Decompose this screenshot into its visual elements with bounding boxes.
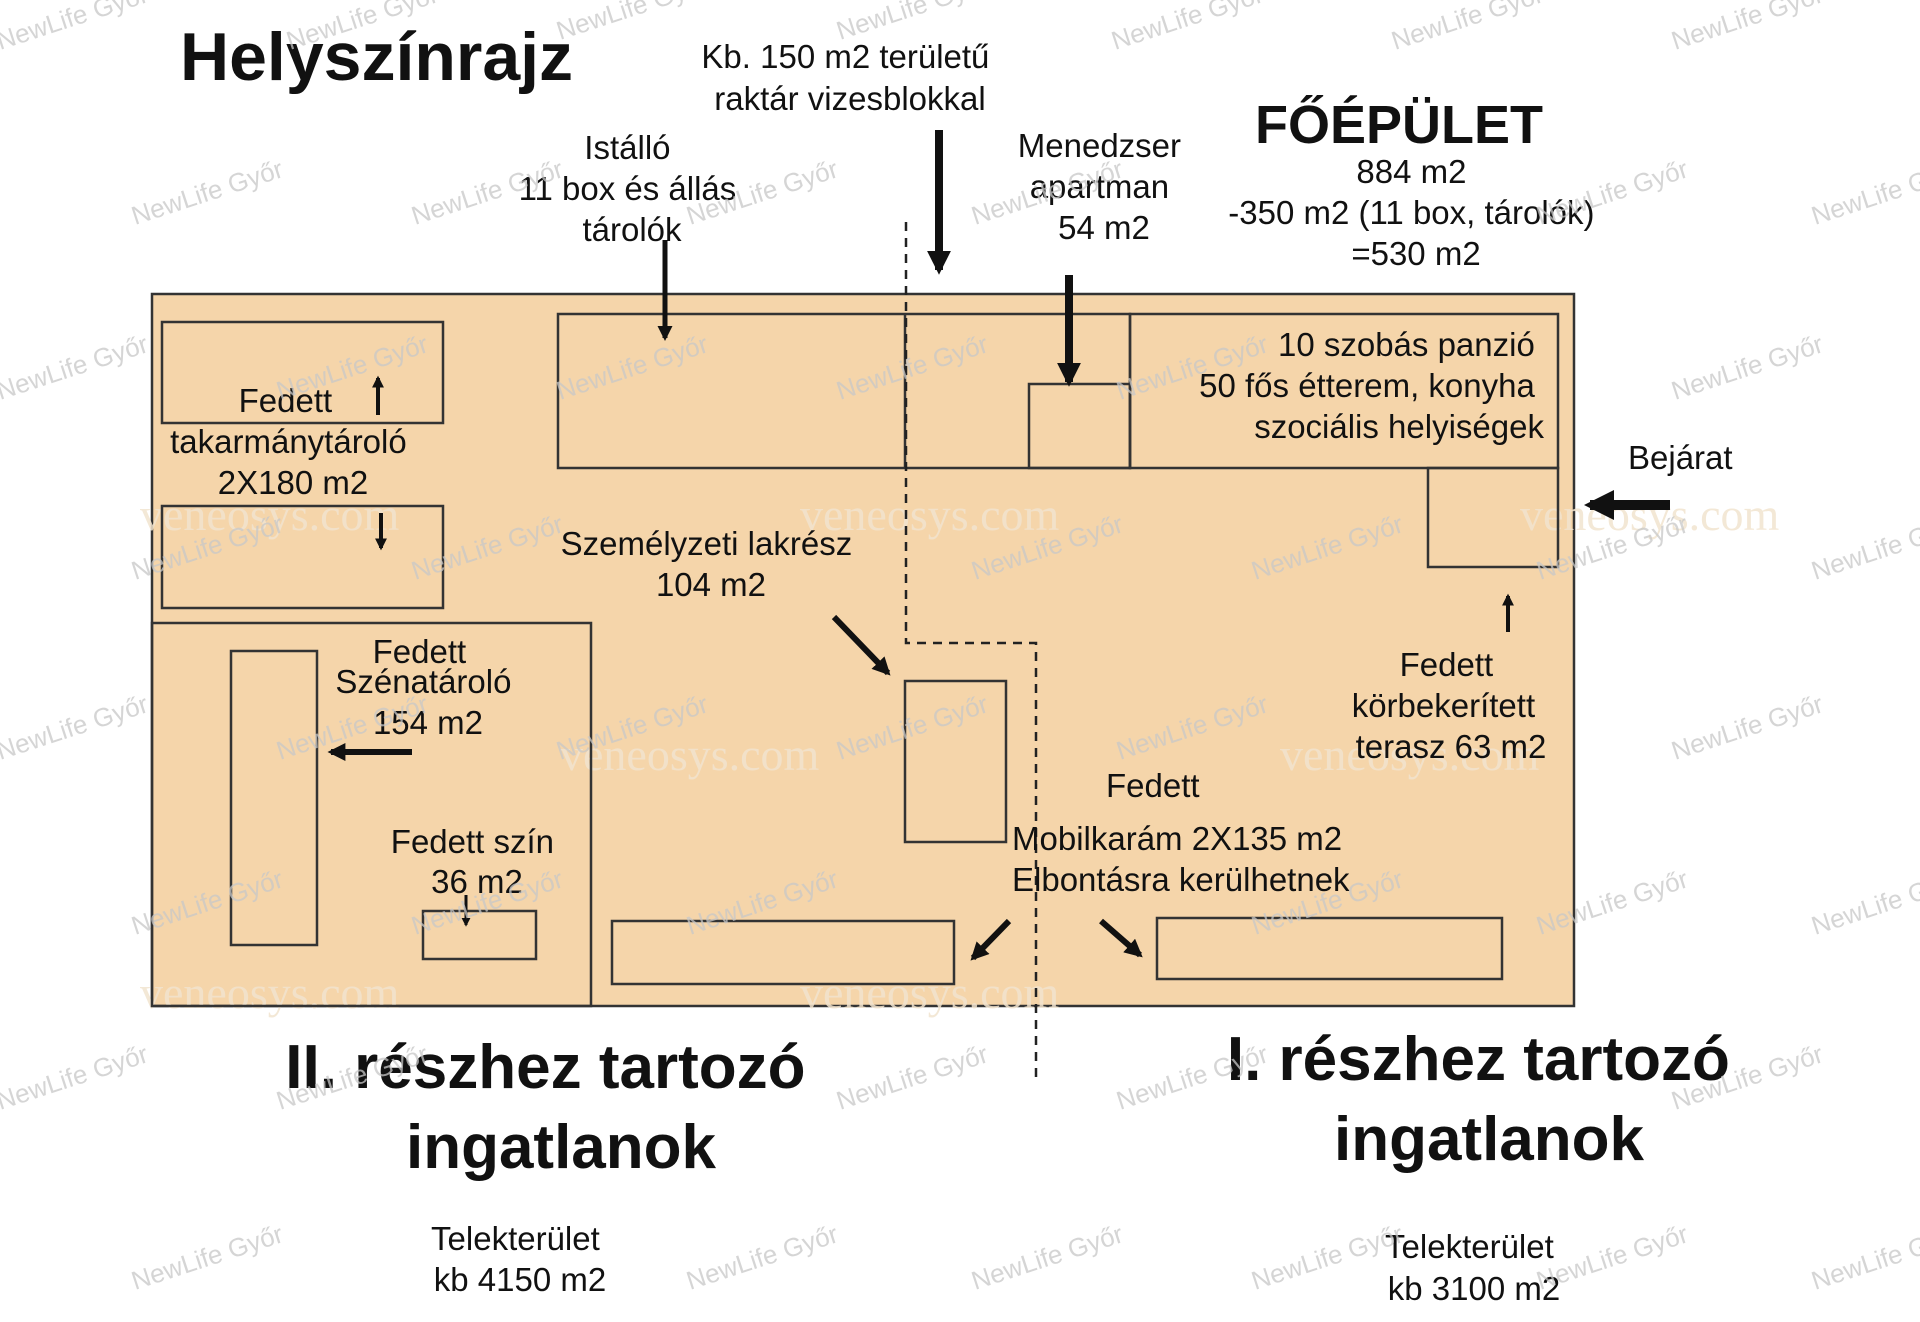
part-one-heading: I. részhez tartozó ingatlanok <box>1227 1025 1747 1174</box>
pointer-arrows <box>327 130 1670 961</box>
hay-storage-label: Fedett Szénatároló 154 m2 <box>335 633 520 741</box>
mobile-corral-right <box>1155 916 1504 981</box>
newlife-watermark: NewLife Győr <box>0 1038 152 1115</box>
veneosys-watermark: veneosys.com <box>140 967 400 1018</box>
newlife-watermark: NewLife Győr <box>0 328 152 405</box>
newlife-watermark: NewLife Győr <box>1808 863 1920 940</box>
covered-shed-label: Fedett szín 36 m2 <box>391 823 563 900</box>
newlife-watermark: NewLife Győr <box>0 0 152 56</box>
part-two-zone <box>150 621 593 1008</box>
feed-storage-lower <box>160 504 445 610</box>
feed-storage-label: Fedett takarmánytároló 2X180 m2 <box>170 382 416 501</box>
part-two-heading: II. részhez tartozó ingatlanok <box>285 1033 822 1182</box>
manager-apartment-label: Menedzser apartman 54 m2 <box>1018 127 1190 246</box>
newlife-watermark: NewLife Győr <box>1248 1218 1407 1295</box>
veneosys-watermark: veneosys.com <box>560 729 820 780</box>
property-division-line <box>904 222 1038 1080</box>
main-building-area: 884 m2 -350 m2 (11 box, tárolók) =530 m2 <box>1228 153 1603 272</box>
newlife-watermark: NewLife Győr <box>0 688 152 765</box>
veneosys-watermark: veneosys.com <box>140 489 400 540</box>
newlife-watermark: NewLife Győr <box>128 153 287 230</box>
veneosys-watermarks: veneosys.com veneosys.com veneosys.com v… <box>140 489 1780 1018</box>
newlife-watermark: NewLife Győr <box>833 1038 992 1115</box>
staff-quarters-block <box>903 679 1008 844</box>
warehouse-label: Kb. 150 m2 területű raktár vizesblokkal <box>701 38 998 117</box>
feed-storage-upper <box>160 320 445 425</box>
terrace-label: Fedett körbekerített terasz 63 m2 <box>1352 646 1547 765</box>
newlife-watermark: NewLife Győr <box>1668 688 1827 765</box>
newlife-watermark: NewLife Győr <box>1533 153 1692 230</box>
staff-quarters-arrow <box>831 614 891 676</box>
hay-storage-block <box>229 649 319 947</box>
corral-arrow-right <box>1099 918 1143 958</box>
newlife-watermark: NewLife Győr <box>1668 328 1827 405</box>
newlife-watermark: NewLife Győr <box>968 1218 1127 1295</box>
newlife-watermark: NewLife Győr <box>128 1218 287 1295</box>
veneosys-watermark: veneosys.com <box>1280 729 1540 780</box>
main-building-title: FŐÉPÜLET <box>1255 95 1543 155</box>
stable-label: Istálló 11 box és állás tárolók <box>519 129 746 248</box>
mobile-corral-label: Fedett Mobilkarám 2X135 m2 Elbontásra ke… <box>1012 767 1351 898</box>
newlife-watermark: NewLife Győr <box>1808 1218 1920 1295</box>
newlife-watermark: NewLife Győr <box>1668 0 1827 56</box>
mobile-corral-left <box>610 919 956 986</box>
newlife-watermark: NewLife Győr <box>1808 153 1920 230</box>
veneosys-watermark: veneosys.com <box>1520 489 1780 540</box>
staff-quarters-label: Személyzeti lakrész 104 m2 <box>561 525 862 603</box>
corral-arrow-left <box>970 918 1012 961</box>
page-title: Helyszínrajz <box>180 19 573 95</box>
veneosys-watermark: veneosys.com <box>800 489 1060 540</box>
guesthouse-label: 10 szobás panzió 50 fős étterem, konyha … <box>1199 326 1544 445</box>
buildings <box>150 312 1560 1008</box>
plot-two-area: Telekterület kb 4150 m2 <box>431 1220 609 1298</box>
entrance-label: Bejárat <box>1628 439 1733 476</box>
newlife-watermark: NewLife Győr <box>1108 0 1267 56</box>
newlife-watermark: NewLife Győr <box>683 1218 842 1295</box>
newlife-watermark: NewLife Győr <box>553 0 712 46</box>
newlife-watermark: NewLife Győr <box>1388 0 1547 56</box>
guesthouse-block <box>1128 312 1560 470</box>
plot-one-area: Telekterület kb 3100 m2 <box>1385 1228 1563 1307</box>
newlife-watermark: NewLife Győr <box>1808 508 1920 585</box>
covered-shed-block <box>421 909 538 961</box>
veneosys-watermark: veneosys.com <box>800 967 1060 1018</box>
terrace-block <box>1426 466 1560 569</box>
